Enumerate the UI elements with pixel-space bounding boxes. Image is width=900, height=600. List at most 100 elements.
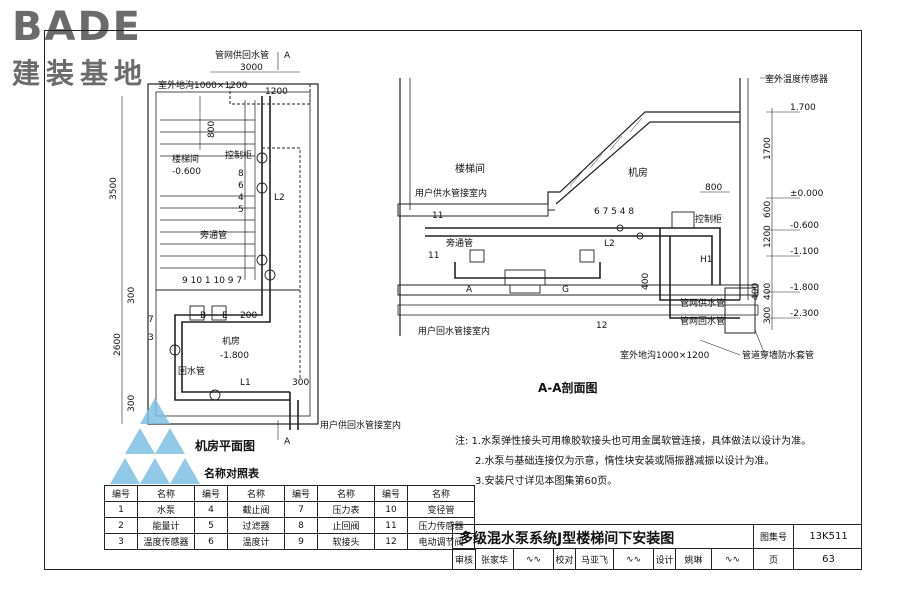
plan-label-trench: 室外地沟1000×1200: [158, 79, 248, 91]
section-label-l2: L2: [604, 239, 615, 249]
legend-cell: 12: [374, 533, 408, 550]
plan-num-6: 6: [238, 181, 244, 191]
legend-cell: 3: [104, 533, 138, 550]
plan-num-4: 4: [238, 193, 244, 203]
legend-cell: 温度计: [227, 533, 285, 550]
legend-cell: 止回阀: [317, 517, 375, 534]
plan-label-l1: L1: [240, 378, 251, 388]
plan-dim-300b: 300: [292, 378, 309, 388]
legend-header: 编号: [284, 485, 318, 502]
plan-dim-3500: 3500: [109, 177, 119, 200]
section-dim-400b: 400: [751, 283, 761, 300]
legend-cell: 4: [194, 501, 228, 518]
section-num-12: 12: [596, 321, 607, 331]
section-label-net-return: 管网回水管: [680, 315, 725, 327]
legend-cell: 9: [284, 533, 318, 550]
section-label-user-return-in: 用户回水管接室内: [418, 325, 490, 337]
plan-dim-200: 200: [240, 311, 257, 321]
legend-cell: 过滤器: [227, 517, 285, 534]
plan-num-7: 7: [148, 315, 154, 325]
legend-row: 3 温度传感器 6 温度计 9 软接头 12 电动调节阀: [104, 533, 475, 550]
legend-cell: 1: [104, 501, 138, 518]
section-elev-2300: -2.300: [790, 309, 819, 319]
legend-header: 名称: [227, 485, 285, 502]
legend-cell: 7: [284, 501, 318, 518]
check-label: 校对: [553, 549, 575, 570]
legend-cell: 2: [104, 517, 138, 534]
atlas-label: 图集号: [753, 525, 793, 548]
legend-header: 名称: [137, 485, 195, 502]
plan-label-return-pipe: 回水管: [178, 365, 205, 377]
notes-block: 注: 1.水泵弹性接头可用橡胶软接头也可用金属软管连接，具体做法以设计为准。 2…: [455, 432, 811, 492]
section-label-sleeve: 管道穿墙防水套管: [742, 349, 814, 361]
watermark-logo: [110, 398, 200, 484]
section-elev-0600: -0.600: [790, 221, 819, 231]
section-elev-1700: 1.700: [790, 103, 816, 113]
section-label-h1: H1: [700, 255, 713, 265]
legend-cell: 能量计: [137, 517, 195, 534]
legend-cell: 水泵: [137, 501, 195, 518]
plan-num-8: 8: [238, 169, 244, 179]
section-num-11b: 11: [428, 251, 439, 261]
legend-header: 编号: [194, 485, 228, 502]
section-dim-300: 300: [763, 307, 773, 324]
plan-dim-300a: 300: [127, 287, 137, 304]
checker-signature: ∿∿: [613, 549, 653, 570]
plan-label-e: E: [222, 311, 228, 321]
plan-section-mark-bottom: A: [284, 437, 291, 447]
section-dim-1200: 1200: [763, 225, 773, 248]
legend-cell: 温度传感器: [137, 533, 195, 550]
section-dim-1700: 1700: [763, 137, 773, 160]
legend-table: 编号 名称 编号 名称 编号 名称 编号 名称 1 水泵 4 截止阀 7 压力表…: [104, 485, 475, 550]
brand-tagline: 建装基地: [12, 57, 149, 90]
plan-section-mark-top: A: [284, 51, 291, 61]
plan-num-5: 5: [238, 205, 244, 215]
plan-label-user-supply-in: 用户供回水管接室内: [320, 419, 401, 431]
page-label: 页: [753, 549, 793, 570]
plan-label-bypass: 旁通管: [200, 229, 227, 241]
reviewer-signature: ∿∿: [513, 549, 553, 570]
legend-cell: 变径管: [407, 501, 475, 518]
section-view: [397, 77, 800, 356]
legend-header-row: 编号 名称 编号 名称 编号 名称 编号 名称: [104, 485, 475, 502]
section-label-trench: 室外地沟1000×1200: [620, 349, 710, 361]
reviewer-name: 张家华: [475, 549, 513, 570]
legend-row: 2 能量计 5 过滤器 8 止回阀 11 压力传感器: [104, 517, 475, 534]
legend-cell: 11: [374, 517, 408, 534]
section-dim-800: 800: [705, 183, 722, 193]
page-number: 63: [793, 549, 863, 570]
plan-label-b: B: [200, 311, 206, 321]
title-block-row-2: 审核 张家华 ∿∿ 校对 马亚飞 ∿∿ 设计 姚琳 ∿∿ 页 63: [452, 548, 862, 570]
note-3: 3.安装尺寸详见本图集第60页。: [475, 476, 618, 487]
section-title: A-A剖面图: [538, 380, 598, 395]
legend-cell: 6: [194, 533, 228, 550]
section-label-g: G: [562, 285, 569, 295]
section-dim-400a: 400: [763, 283, 773, 300]
section-elev-1100: -1.100: [790, 247, 819, 257]
plan-elev-stair: -0.600: [172, 167, 201, 177]
section-label-bypass: 旁通管: [446, 237, 473, 249]
plan-dim-300c: 300: [127, 395, 137, 412]
legend-cell: 10: [374, 501, 408, 518]
atlas-number: 13K511: [793, 525, 863, 548]
title-block: 多级混水泵系统J型楼梯间下安装图 图集号 13K511 审核 张家华 ∿∿ 校对…: [452, 524, 862, 570]
plan-dim-800: 800: [207, 121, 217, 138]
section-label-a: A: [466, 285, 473, 295]
design-label: 设计: [653, 549, 675, 570]
section-label-net-supply: 管网供水管: [680, 297, 725, 309]
plan-num-3: 3: [148, 333, 154, 343]
section-label-outdoor-sensor: 室外温度传感器: [765, 73, 828, 85]
drawing-title: 多级混水泵系统J型楼梯间下安装图: [459, 531, 675, 547]
checker-name: 马亚飞: [575, 549, 613, 570]
section-num-11a: 11: [432, 211, 443, 221]
legend-cell: 8: [284, 517, 318, 534]
plan-seq: 9 10 1 10 9 7: [182, 276, 242, 286]
designer-name: 姚琳: [675, 549, 711, 570]
plan-view: [121, 52, 319, 440]
title-block-row-1: 多级混水泵系统J型楼梯间下安装图 图集号 13K511: [452, 524, 862, 548]
legend-cell: 压力表: [317, 501, 375, 518]
note-1: 注: 1.水泵弹性接头可用橡胶软接头也可用金属软管连接，具体做法以设计为准。: [455, 436, 812, 447]
legend-cell: 电动调节阀: [407, 533, 475, 550]
review-label: 审核: [454, 556, 473, 566]
legend-header: 名称: [317, 485, 375, 502]
